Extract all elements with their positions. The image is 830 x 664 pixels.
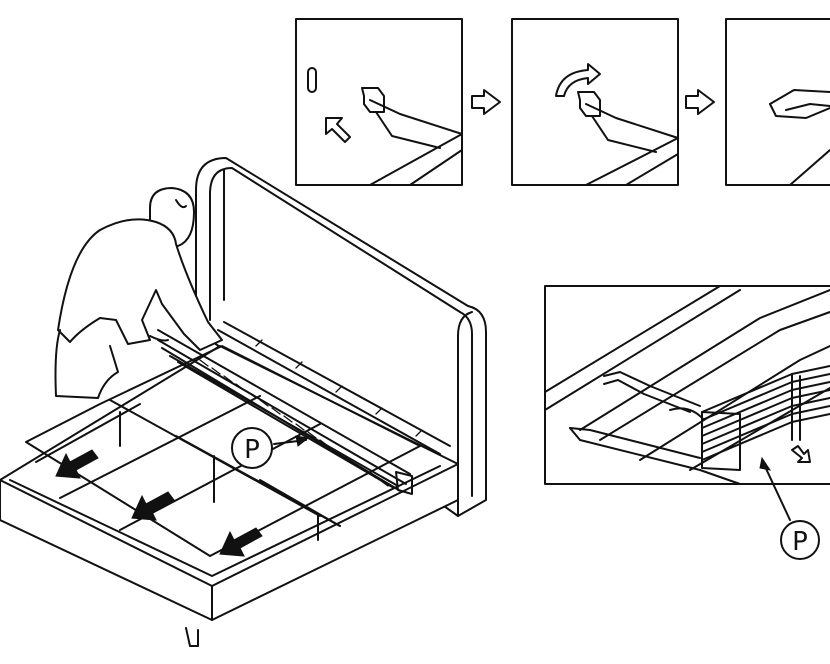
- step-panel-3: [725, 18, 830, 186]
- step-panel-1: [295, 18, 463, 186]
- svg-text:P: P: [244, 435, 260, 465]
- direction-arrow-icon: [219, 527, 263, 557]
- leader-line: [761, 459, 791, 521]
- curved-rotate-arrow-icon: [555, 63, 601, 97]
- pointer-arrow-icon: [325, 117, 351, 143]
- person-figure: [54, 187, 223, 399]
- bed-frame: [0, 345, 459, 647]
- direction-arrow-icon: [55, 449, 99, 479]
- arrow-right-icon: [471, 89, 501, 115]
- part-label-p-detail: P: [780, 520, 820, 560]
- step-panel-2: [511, 18, 679, 186]
- slat-stack: [701, 365, 830, 471]
- slat-bundle: [157, 321, 451, 495]
- slot-icon: [307, 67, 317, 93]
- part-label-p-main: P: [231, 427, 273, 469]
- svg-text:P: P: [792, 527, 808, 557]
- direction-arrow-icon: [131, 491, 175, 521]
- arrow-right-icon: [685, 89, 715, 115]
- direction-arrow-icon: [791, 445, 811, 463]
- detail-panel: [544, 285, 830, 485]
